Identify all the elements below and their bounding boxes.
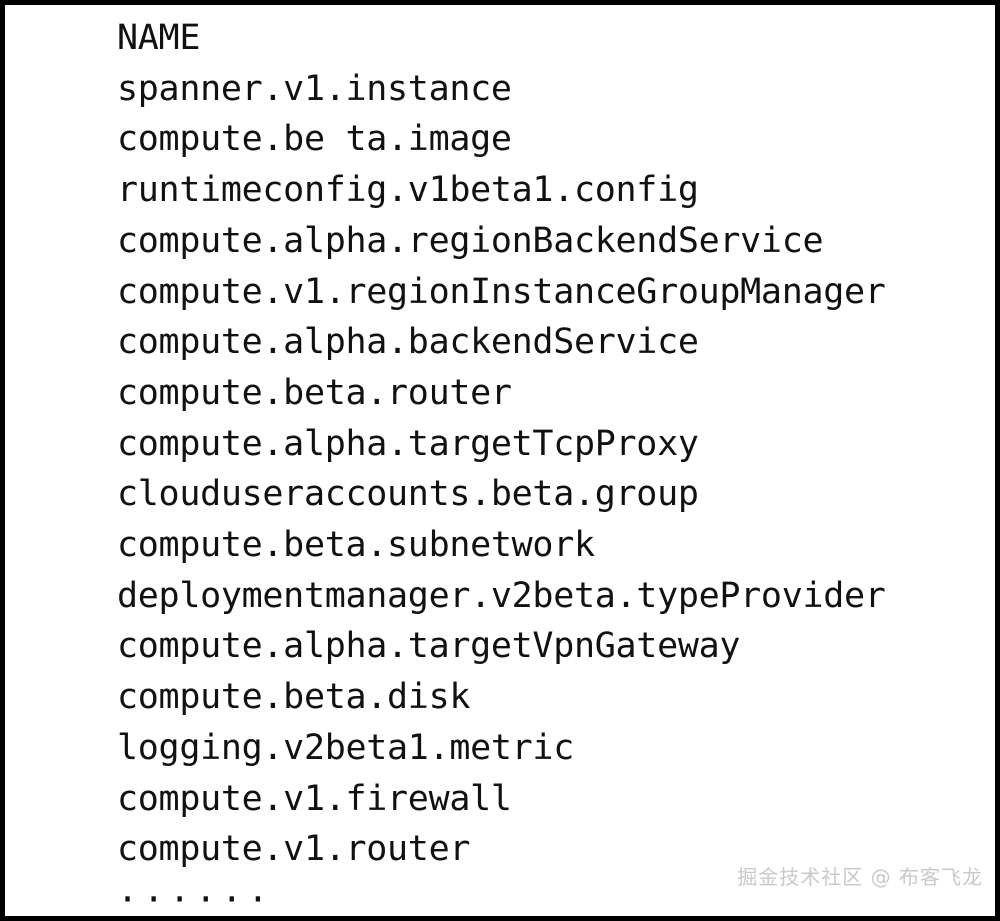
list-item: compute.alpha.regionBackendService: [117, 220, 824, 261]
list-item: compute.v1.firewall: [117, 778, 512, 819]
list-item: deploymentmanager.v2beta.typeProvider: [117, 575, 886, 616]
watermark-text: 掘金技术社区 @ 布客飞龙: [737, 865, 983, 889]
terminal-output-listing: NAME spanner.v1.instance compute.be ta.i…: [117, 13, 989, 916]
list-item: clouduseraccounts.beta.group: [117, 474, 699, 515]
list-item: logging.v2beta1.metric: [117, 727, 574, 768]
truncation-ellipsis: ······: [117, 879, 274, 920]
list-item: compute.be ta.image: [117, 119, 512, 160]
list-item: runtimeconfig.v1beta1.config: [117, 170, 699, 211]
list-item: compute.v1.regionInstanceGroupManager: [117, 271, 886, 312]
column-header-name: NAME: [117, 18, 201, 58]
list-item: compute.alpha.targetVpnGateway: [117, 626, 741, 667]
list-item: compute.beta.disk: [117, 677, 471, 718]
list-item: compute.alpha.targetTcpProxy: [117, 423, 699, 464]
list-item: compute.alpha.backendService: [117, 322, 699, 363]
list-item: spanner.v1.instance: [117, 68, 512, 109]
list-item: compute.v1.router: [117, 829, 471, 870]
list-item: compute.beta.router: [117, 372, 512, 413]
list-item: compute.beta.subnetwork: [117, 525, 595, 566]
